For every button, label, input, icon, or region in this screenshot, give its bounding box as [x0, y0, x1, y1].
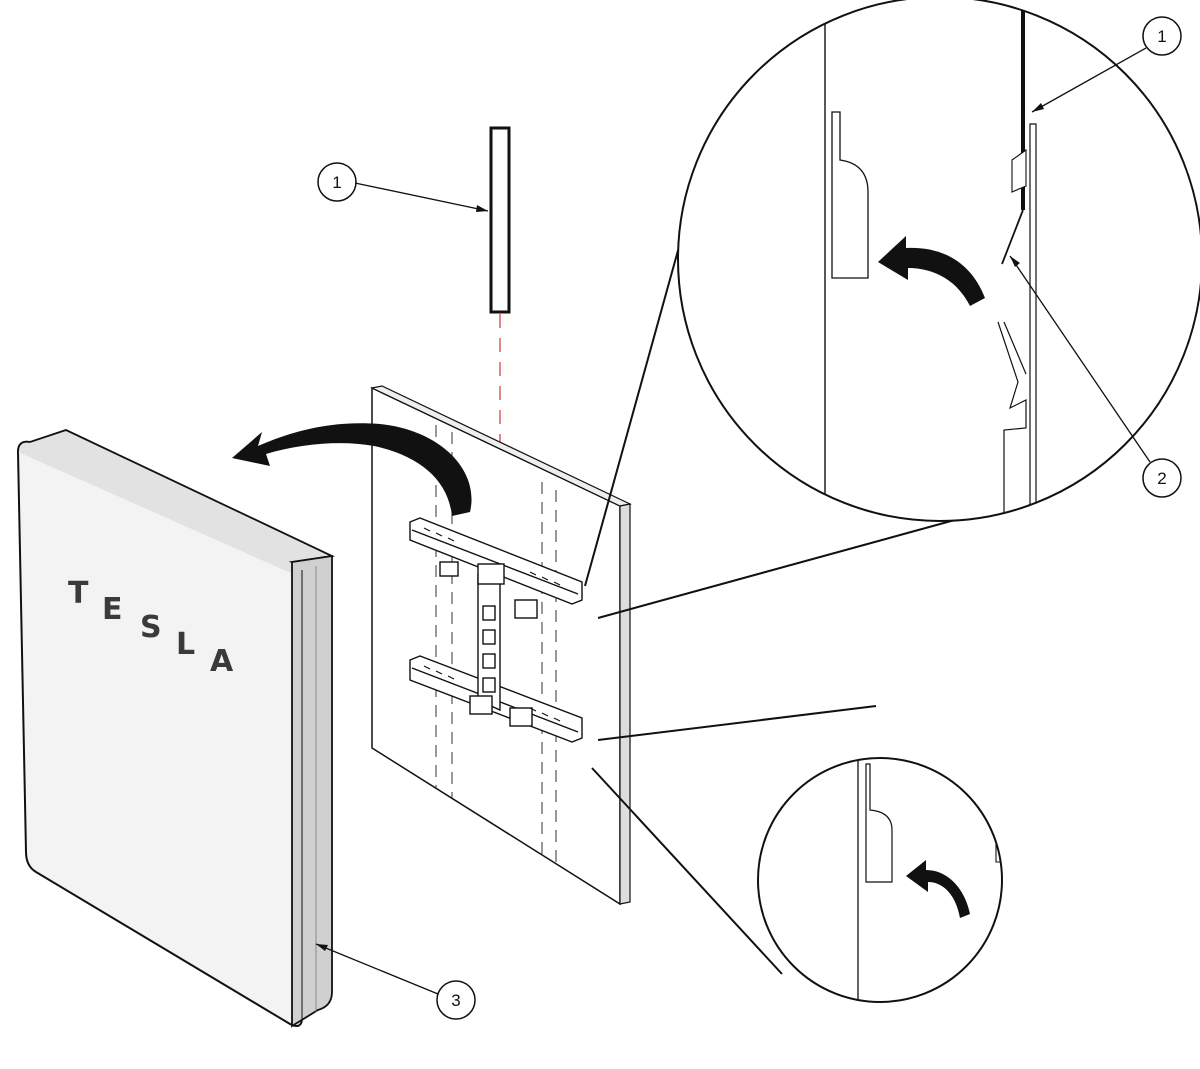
detail-view-bottom: [757, 757, 1003, 1003]
wall-panel: [370, 385, 632, 906]
logo-letter-t: T: [68, 576, 89, 611]
wall-bracket-plate: [489, 126, 511, 314]
detail-view-top: [677, 0, 1200, 522]
rotation-arrow: [232, 423, 472, 516]
callout-3: 3: [315, 943, 476, 1020]
callout-1-detail-label: 1: [1157, 27, 1166, 46]
callout-2-label-text: 2: [1157, 469, 1166, 488]
logo-letter-a: A: [210, 644, 234, 679]
powerwall-unit: T E S L A: [16, 429, 336, 1028]
logo-letter-e: E: [102, 592, 123, 627]
logo-letter-s: S: [140, 610, 162, 645]
callout-3-label: 3: [451, 991, 460, 1010]
callout-2: 1 2: [1009, 255, 1182, 498]
mounting-bracket: [409, 517, 583, 743]
detail-leader-lines: [584, 235, 963, 975]
callout-1-detail: 1: [1031, 16, 1182, 113]
tesla-logo: T E S L A: [68, 576, 234, 679]
callout-1-top: 1: [317, 162, 489, 212]
logo-letter-l: L: [176, 627, 195, 662]
callout-1-top-label: 1: [332, 173, 341, 192]
